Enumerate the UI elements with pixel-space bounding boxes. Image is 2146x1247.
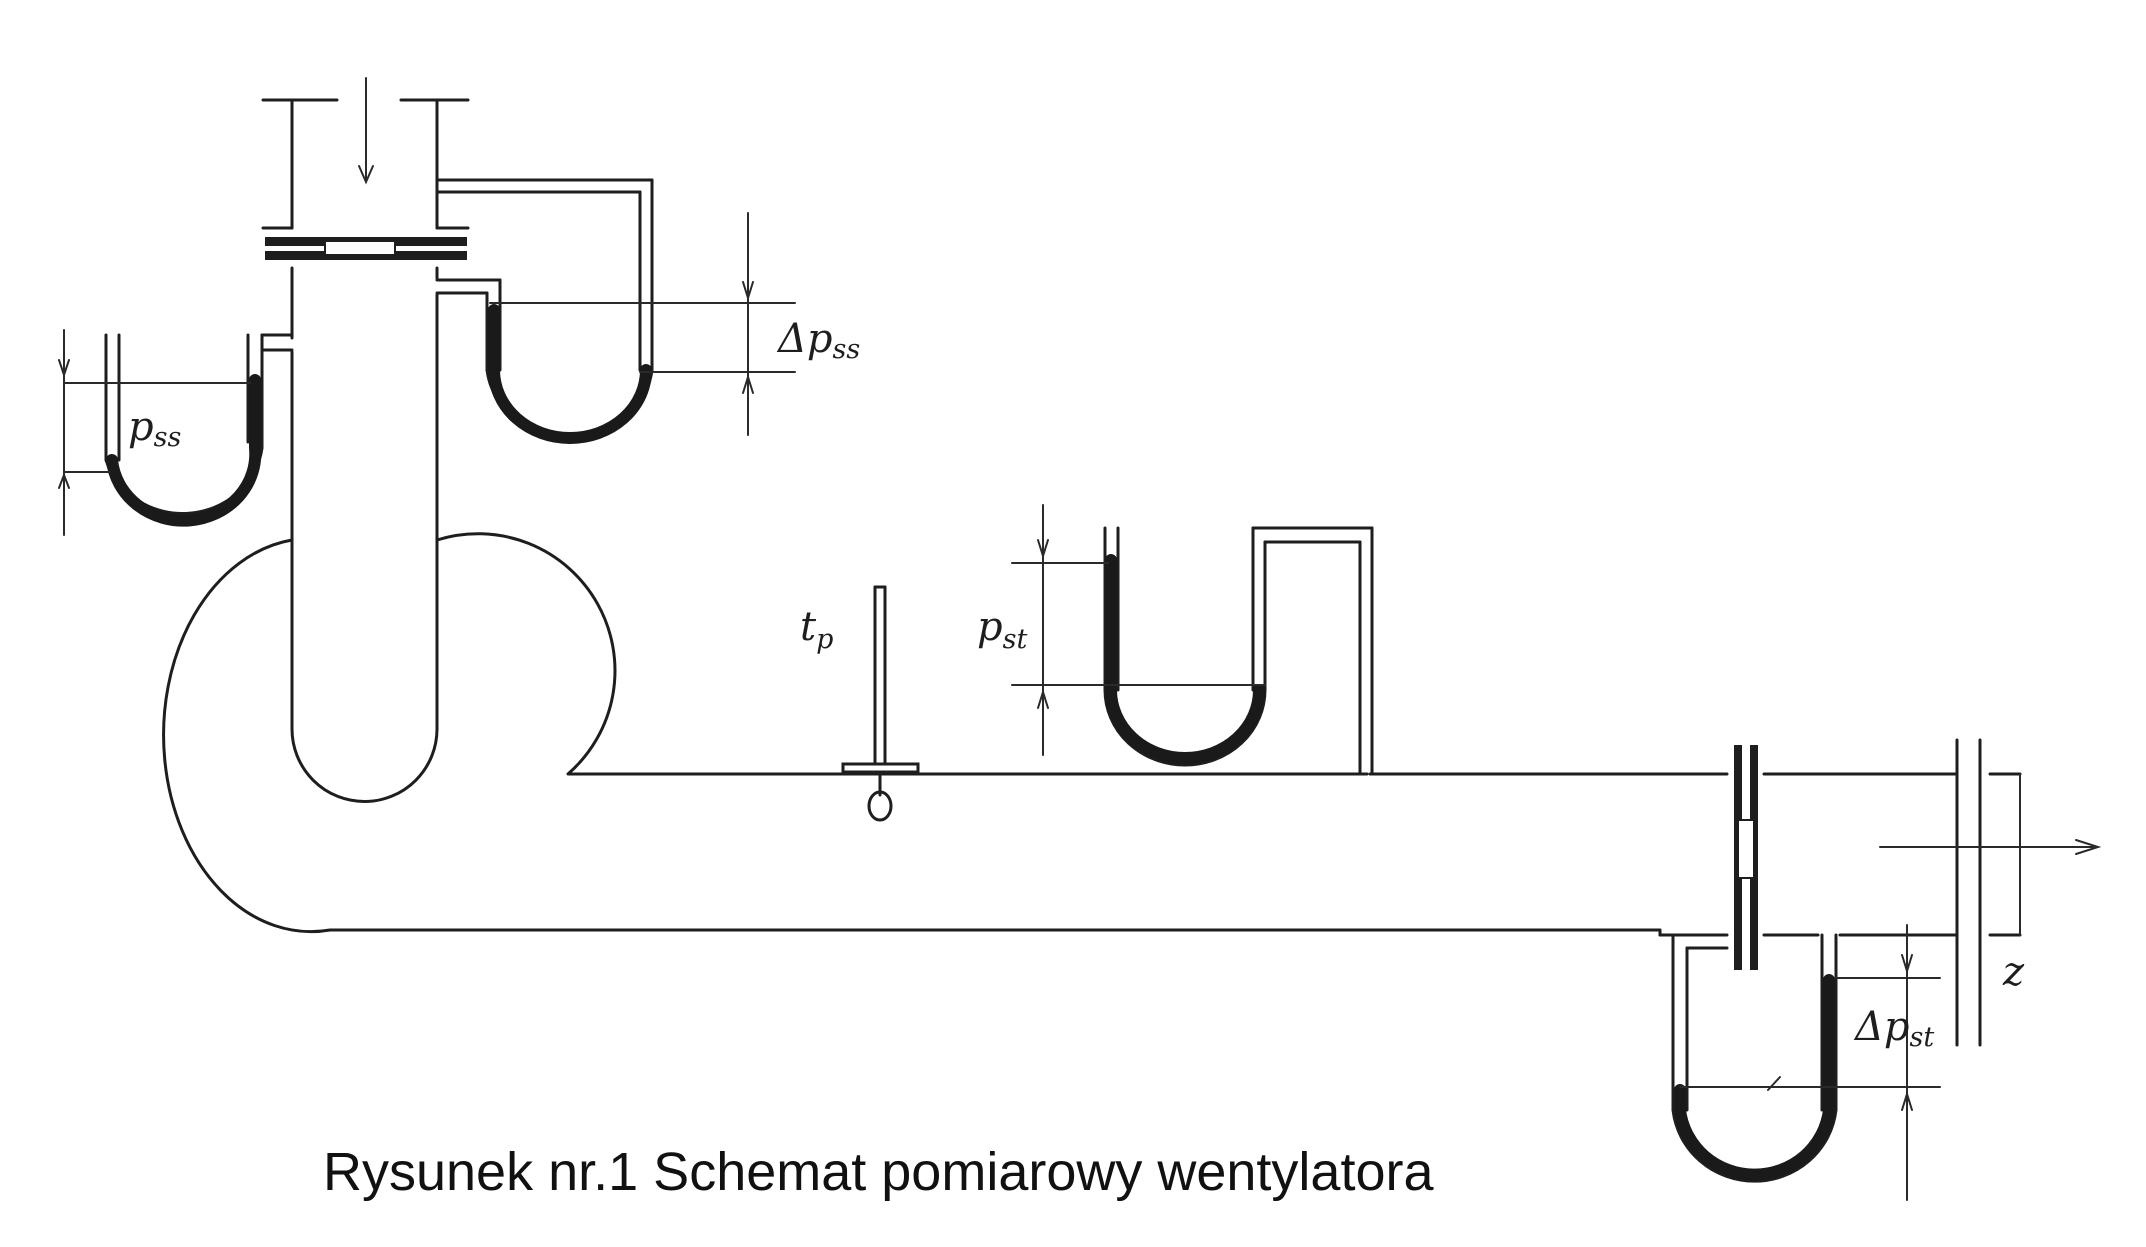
pss-dimension [58,329,251,536]
label-pst: pst [977,604,1027,655]
label-delta-pss: Δpss [776,316,860,365]
outlet-orifice [1734,745,1758,970]
figure-caption: Rysunek nr.1 Schemat pomiarowy wentylato… [323,1142,1434,1202]
outlet-flow-arrow [1879,839,2102,855]
outlet-throttle-flange [1955,738,1982,1047]
manometer-delta-pss [435,178,654,444]
label-delta-pst: Δpst [1853,1004,1934,1053]
manometer-pss [104,333,294,527]
manometer-delta-pst [1671,933,1838,1183]
delta-pss-dimension [489,212,796,436]
outlet-duct [1368,772,2022,937]
label-z: z [2002,949,2025,995]
label-tp: tp [800,604,833,655]
inlet-pipe-walls [290,266,439,803]
inlet-orifice-flange [265,237,467,260]
delta-pst-dimension [1679,924,1941,1201]
temperature-probe [841,585,920,822]
label-pss: pss [128,404,181,453]
inlet-flow-arrow [358,77,374,185]
inlet-duct [261,98,470,230]
pst-dimension [1011,504,1266,756]
fan-volute [162,532,1662,934]
manometer-pst [1103,526,1374,776]
